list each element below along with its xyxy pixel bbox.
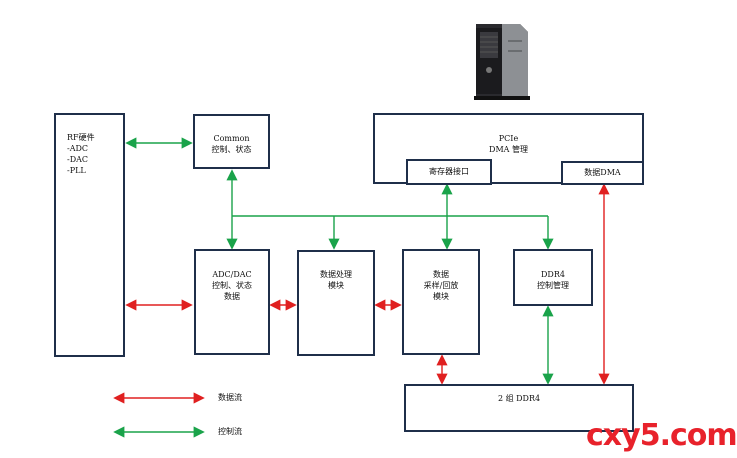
- connection-arrows: [113, 137, 610, 438]
- legend-control-label: 控制流: [218, 427, 242, 436]
- data-dma-label: 数据DMA: [584, 168, 621, 177]
- ddr4-memory-block: [404, 384, 634, 432]
- processing-label: 数据处理模块: [320, 270, 352, 290]
- rf-hardware-label: RF硬件-ADC-DAC-PLL: [67, 133, 95, 175]
- server-tower-icon: [474, 24, 530, 100]
- watermark: cxy5.com: [586, 418, 737, 453]
- ddr4-memory-label: 2 组 DDR4: [497, 394, 541, 403]
- ddr4-controller-block: [513, 249, 593, 306]
- capture-playback-block: [402, 249, 480, 355]
- adc-dac-block: [194, 249, 270, 355]
- legend-data-label: 数据流: [218, 393, 242, 402]
- processing-block: [297, 250, 375, 356]
- rf-hardware-block: [54, 113, 125, 357]
- data-dma-block: [561, 161, 644, 185]
- capture-playback-label: 数据采样/回放模块: [423, 270, 459, 301]
- register-interface-label: 寄存器接口: [429, 167, 469, 176]
- register-interface-block: [406, 159, 492, 185]
- common-block: [193, 114, 270, 169]
